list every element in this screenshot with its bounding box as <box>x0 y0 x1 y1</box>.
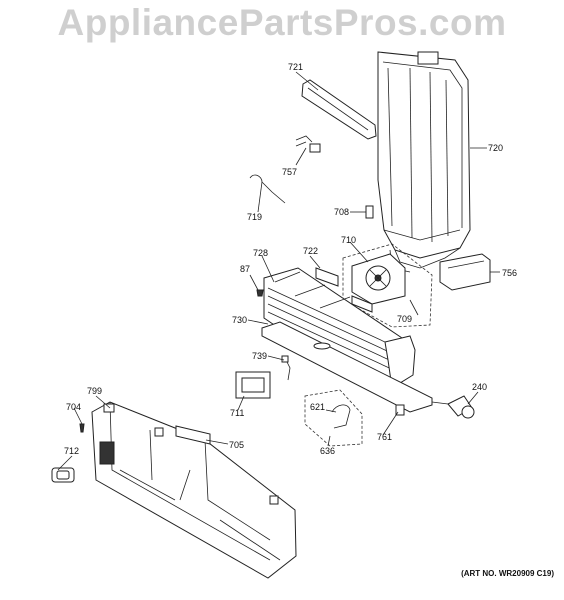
label-710: 710 <box>341 235 356 245</box>
label-621: 621 <box>310 402 325 412</box>
part-710-fan[interactable] <box>351 253 406 305</box>
label-719: 719 <box>247 212 262 222</box>
label-708: 708 <box>334 207 349 217</box>
part-704-screw[interactable] <box>79 423 85 433</box>
part-730-evaporator[interactable] <box>263 267 416 391</box>
art-number: (ART NO. WR20909 C19) <box>461 569 554 578</box>
label-711: 711 <box>230 408 244 418</box>
part-761-drain-pan[interactable] <box>261 321 433 416</box>
part-712-part[interactable] <box>51 467 75 483</box>
part-722-label[interactable] <box>315 267 339 287</box>
part-756-housing[interactable] <box>439 253 491 291</box>
fan-motor-base <box>351 295 373 313</box>
label-761: 761 <box>377 432 392 442</box>
part-711-bracket[interactable] <box>235 371 271 399</box>
label-721: 721 <box>288 62 303 72</box>
label-756: 756 <box>502 268 517 278</box>
watermark: AppliancePartsPros.com <box>57 2 507 43</box>
part-757-connector[interactable] <box>295 135 321 153</box>
part-636-group <box>304 389 363 447</box>
label-240: 240 <box>472 382 487 392</box>
part-719-tube[interactable] <box>249 174 286 204</box>
label-636: 636 <box>320 446 335 456</box>
part-720-panel[interactable] <box>377 51 471 273</box>
leader-lines <box>57 71 500 471</box>
label-799: 799 <box>87 386 102 396</box>
label-712: 712 <box>64 446 79 456</box>
label-728: 728 <box>253 248 268 258</box>
part-721-strip[interactable] <box>301 79 377 140</box>
label-720: 720 <box>488 143 503 153</box>
part-799-control-housing[interactable] <box>91 401 297 579</box>
label-722: 722 <box>303 246 318 256</box>
label-757: 757 <box>282 167 297 177</box>
label-704: 704 <box>66 402 81 412</box>
part-240-sensor[interactable] <box>431 395 475 419</box>
label-87: 87 <box>240 264 250 274</box>
part-87-screw[interactable] <box>256 289 264 297</box>
label-705: 705 <box>229 440 244 450</box>
label-709: 709 <box>397 314 412 324</box>
part-705-pad[interactable] <box>175 425 211 445</box>
label-739: 739 <box>252 351 267 361</box>
part-621-clip[interactable] <box>331 404 351 429</box>
part-708-block[interactable] <box>365 205 374 219</box>
label-730: 730 <box>232 315 247 325</box>
